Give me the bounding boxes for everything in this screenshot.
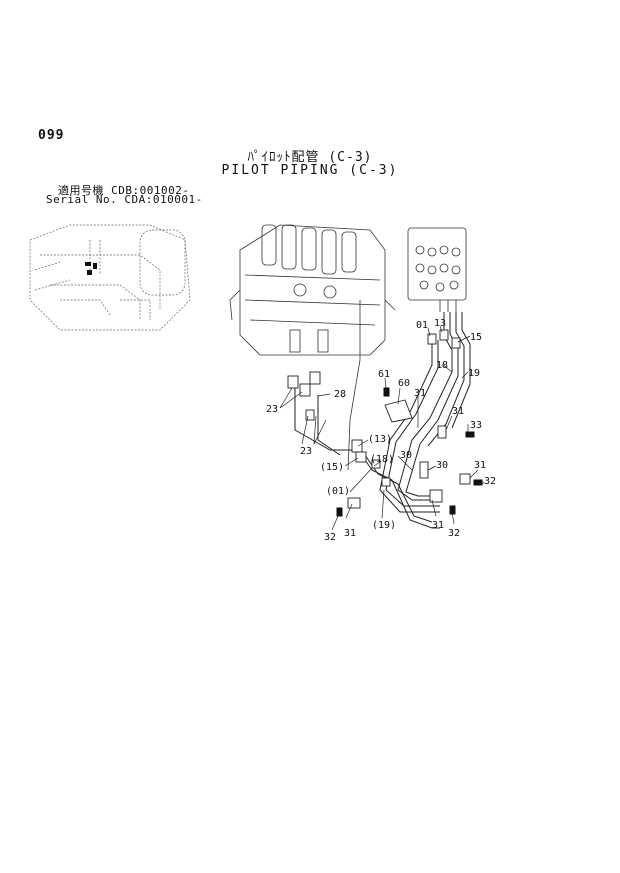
callout-31-farright: 31 [474, 460, 486, 471]
callout-01: 01 [416, 320, 428, 331]
callout-31-left: 31 [344, 528, 356, 539]
callout-32-right: 32 [484, 476, 496, 487]
callout-15-paren: (15) [320, 462, 344, 473]
fittings-and-clamps [287, 329, 471, 509]
callout-30-lower: 30 [436, 460, 448, 471]
serial-number-line: Serial No. CDA:010001- [46, 193, 203, 206]
pilot-pipe-bundle [294, 312, 471, 529]
callout-labels: 01 13 15 18 19 61 60 31 31 33 23 28 23 (… [266, 318, 496, 543]
callout-13-paren: (13) [368, 434, 392, 445]
callout-18: 18 [436, 360, 448, 371]
callout-23-lower: 23 [300, 446, 312, 457]
callout-28: 28 [334, 389, 346, 400]
callout-30-upper: 30 [400, 450, 412, 461]
callout-01-paren: (01) [326, 486, 350, 497]
leader-lines [279, 325, 485, 531]
callout-31-right: 31 [452, 406, 464, 417]
callout-32-bottom: 32 [448, 528, 460, 539]
callout-23-upper: 23 [266, 404, 278, 415]
overview-highlight [85, 262, 97, 275]
callout-31-bottom: 31 [432, 520, 444, 531]
callout-61: 61 [378, 369, 390, 380]
machine-overview-illustration [29, 224, 191, 331]
callout-31-upper: 31 [414, 388, 426, 399]
page-number: 099 [38, 128, 65, 143]
callout-18-paren: (18) [370, 454, 394, 465]
control-valve-illustration [229, 224, 396, 471]
bolts [336, 387, 483, 517]
callout-19: 19 [468, 368, 480, 379]
callout-19-paren: (19) [372, 520, 396, 531]
title-english: PILOT PIPING (C-3) [221, 163, 399, 178]
callout-33: 33 [470, 420, 482, 431]
callout-32-left: 32 [324, 532, 336, 543]
callout-15: 15 [470, 332, 482, 343]
title-japanese: ﾊﾟｲﾛｯﾄ配管 (C-3) [247, 150, 373, 165]
serial-applicable-line: 適用号機 CDB:001002- [58, 184, 190, 197]
callout-60: 60 [398, 378, 410, 389]
callout-13: 13 [434, 318, 446, 329]
pilot-valve-block-illustration [407, 227, 467, 312]
